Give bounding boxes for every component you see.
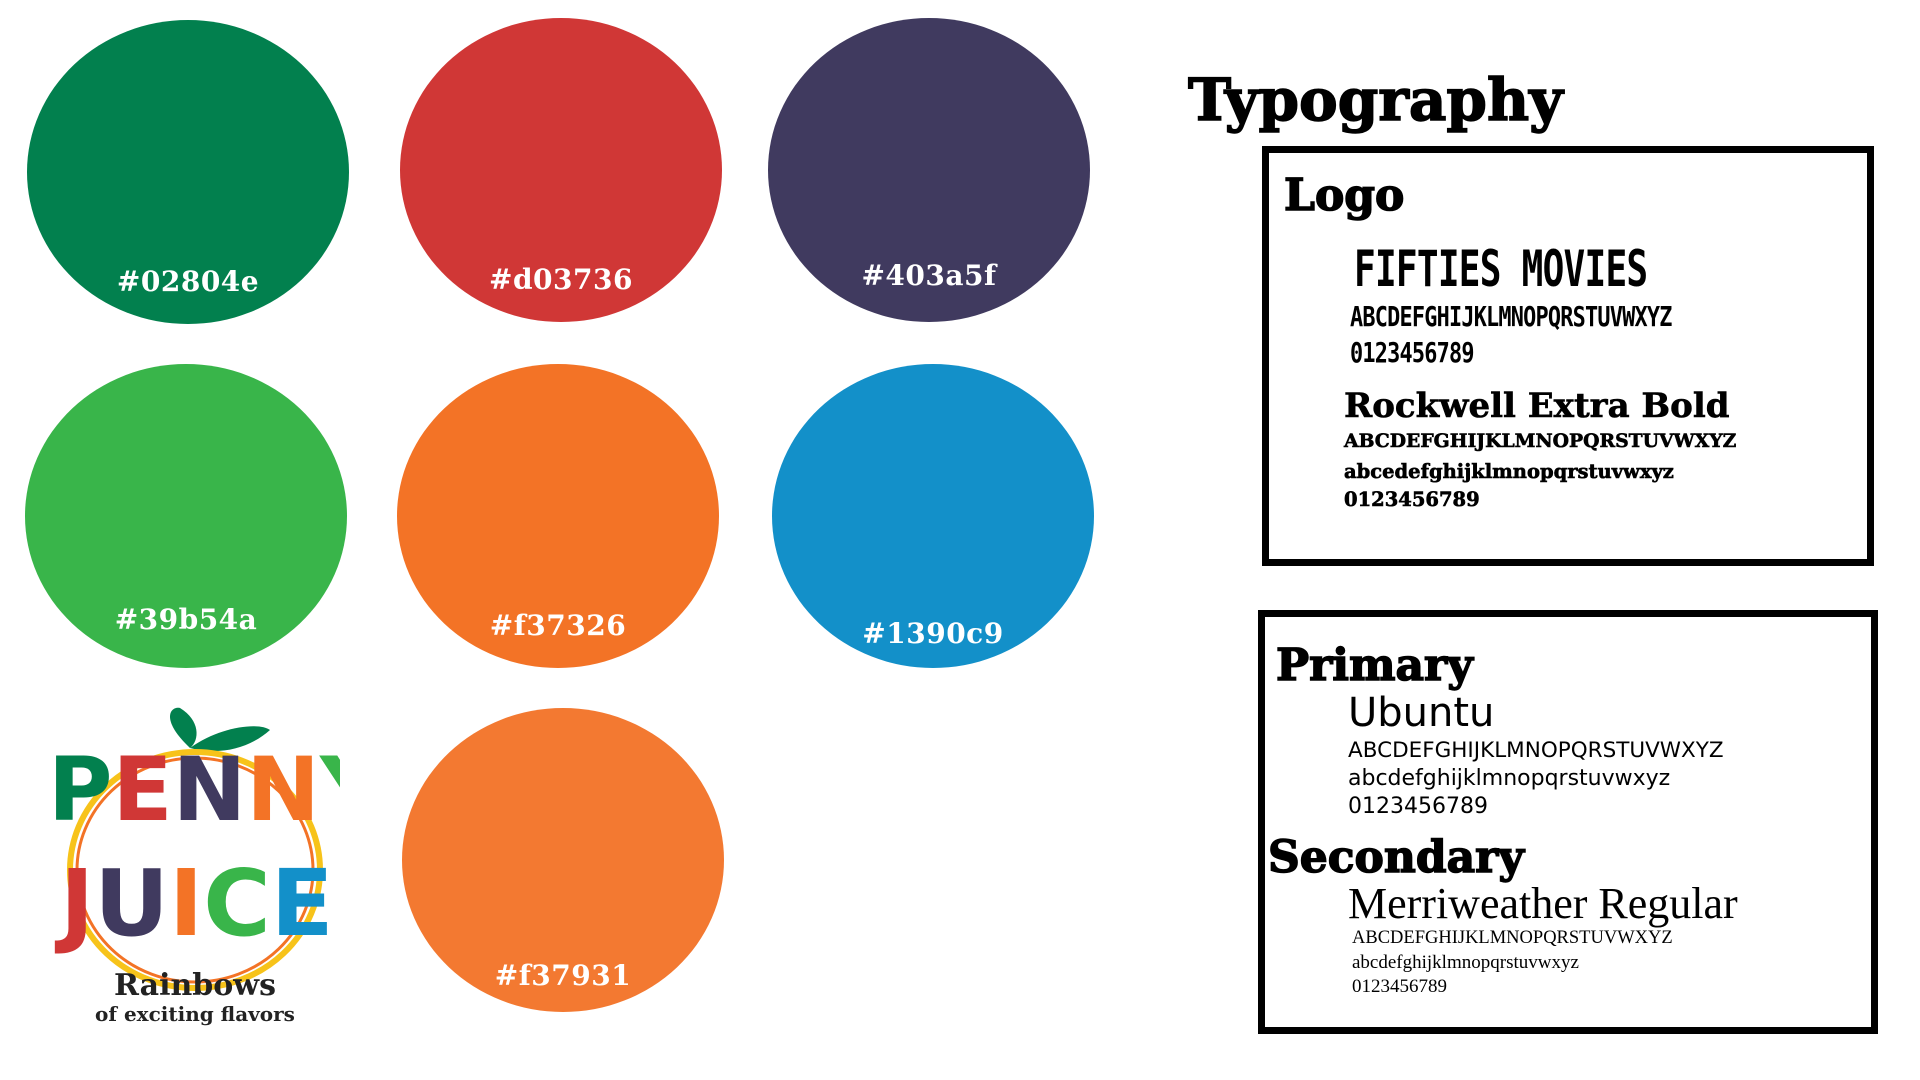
merriweather-font-name: Merriweather Regular [1348,879,1738,928]
secondary-heading: Secondary [1267,831,1524,884]
logo-artwork: PENNY JUICE [48,707,385,991]
merriweather-font-lower: abcdefghijklmnopqrstuvwxyz [1352,952,1579,973]
logo-juice-text: JUICE [54,850,334,957]
logo-tagline-main: Rainbows [114,968,276,1003]
swatch-red: #d03736 [400,18,722,322]
swatch-hex-label: #f37931 [494,959,632,992]
logo-letter: N [246,738,320,841]
logo-letter: U [94,850,169,957]
ubuntu-font-name: Ubuntu [1348,690,1495,736]
logo-fonts-box [1262,146,1874,566]
swatch-green: #02804e [27,20,349,324]
rockwell-font-digits: 0123456789 [1344,488,1480,512]
fifties-font-digits: 0123456789 [1350,336,1474,369]
rockwell-font-lower: abcedefghijklmnopqrstuvwxyz [1344,460,1674,484]
logo-letter: Y [319,738,340,841]
swatch-orange: #f37326 [397,364,719,668]
logo-penny-text: PENNY [48,738,340,841]
logo-letter: N [173,738,247,841]
swatch-hex-label: #f37326 [489,609,627,642]
primary-heading: Primary [1275,639,1473,692]
merriweather-font-digits: 0123456789 [1352,976,1447,997]
swatch-hex-label: #d03736 [489,263,633,296]
merriweather-font-upper: ABCDEFGHIJKLMNOPQRSTUVWXYZ [1352,928,1673,948]
leaf-left-icon [170,707,197,748]
logo-letter: J [54,850,94,957]
logo-letter: I [169,850,203,957]
ubuntu-font-lower: abcdefghijklmnopqrstuvwxyz [1348,766,1671,791]
logo-letter: C [203,850,271,957]
logo-fonts-heading: Logo [1283,169,1405,222]
leaf-right-icon [190,726,270,752]
swatch-purple: #403a5f [768,18,1090,322]
ring-yellow [67,749,323,991]
text-fonts-box [1258,610,1878,1034]
swatch-hex-label: #02804e [116,265,260,298]
logo-letter: E [113,738,173,841]
rockwell-font-upper: ABCDEFGHIJKLMNOPQRSTUVWXYZ [1344,430,1737,453]
fifties-font-upper: ABCDEFGHIJKLMNOPQRSTUVWXYZ [1350,300,1672,333]
ubuntu-font-upper: ABCDEFGHIJKLMNOPQRSTUVWXYZ [1348,738,1724,763]
swatch-hex-label: #403a5f [861,259,997,292]
ring-orange [75,756,315,984]
swatch-light-green: #39b54a [25,364,347,668]
logo-letter: E [271,850,334,957]
ubuntu-font-digits: 0123456789 [1348,794,1488,819]
penny-juice-logo: PENNY JUICE Rainbows of exciting flavors [40,700,385,1030]
logo-letter: P [48,738,113,841]
rockwell-font-name: Rockwell Extra Bold [1344,386,1730,427]
swatch-blue: #1390c9 [772,364,1094,668]
fifties-font-name: FIFTIES MOVIES [1354,240,1648,298]
swatch-hex-label: #1390c9 [862,617,1004,650]
logo-tagline-sub: of exciting flavors [95,1002,295,1026]
swatch-light-orange: #f37931 [402,708,724,1012]
swatch-hex-label: #39b54a [114,603,258,636]
typography-title: Typography [1187,65,1563,135]
